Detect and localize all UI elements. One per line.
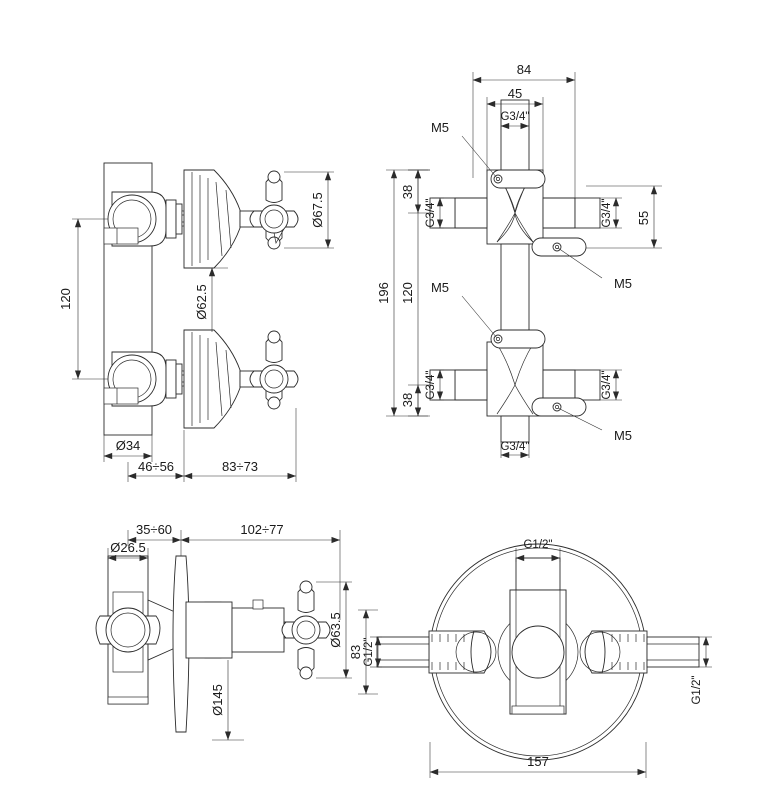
dim-label-62-5: Ø62.5: [194, 284, 209, 319]
dim-top-thread: G3/4": [500, 111, 530, 130]
label-thread-left-lower: G3/4": [425, 370, 437, 399]
screw-boss-upper-right: [531, 237, 587, 257]
dim-label-120: 120: [58, 288, 73, 310]
dim-handle-diameter-67-5: Ø67.5: [284, 171, 334, 249]
dim-label-120-plan: 120: [400, 282, 415, 304]
label-m5-lower-left: M5: [431, 280, 449, 295]
dim-bottom-thread: G3/4": [500, 441, 530, 459]
label-thread-left-half: G1/2": [363, 637, 375, 666]
dim-top-thread-half: G1/2": [515, 539, 561, 562]
view-top-right-body-plan: M5 M5 M5 M5 84 45: [376, 62, 662, 459]
label-m5-top-left: M5: [431, 120, 449, 135]
dim-overall-width-84: 84: [472, 62, 576, 198]
dim-body-height-83: 83: [348, 609, 378, 695]
dim-label-157: 157: [527, 754, 549, 769]
right-handle-arm: [579, 630, 700, 674]
upper-valve-assembly: [103, 169, 299, 269]
dim-top-offset-38: 38: [400, 169, 430, 214]
dim-right-offset-55: 55: [586, 185, 662, 249]
callout-m5-top-left: M5: [431, 120, 498, 179]
dim-right-thread-lower: G3/4": [600, 369, 622, 401]
view-bottom-right-plate-plan: G1/2" G1/2" 83 G1/2" 157: [348, 539, 712, 778]
dim-label-67-5: Ø67.5: [310, 192, 325, 227]
dim-handle-diameter-63-5: Ø63.5: [316, 581, 352, 679]
dim-left-thread-lower: G3/4": [425, 369, 444, 401]
dim-body-diameter-26-5: Ø26.5: [107, 540, 149, 562]
dim-label-84: 84: [517, 62, 531, 77]
dim-label-145: Ø145: [210, 684, 225, 716]
cross-handle-lower: [249, 330, 299, 410]
dim-body-diameter-34: Ø34: [103, 435, 153, 462]
label-m5-bottom-right: M5: [614, 428, 632, 443]
screw-boss-top-left: [490, 169, 546, 189]
screw-boss-bottom-right: [531, 397, 587, 417]
dim-overall-height-196: 196: [376, 169, 428, 417]
label-thread-top: G3/4": [500, 111, 529, 123]
cross-handle-upper: [249, 170, 299, 250]
dim-label-46-56: 46÷56: [138, 459, 174, 474]
lower-valve-assembly: [103, 329, 299, 429]
dim-label-35-60: 35÷60: [136, 522, 172, 537]
label-thread-top-half: G1/2": [523, 539, 552, 551]
dim-label-55: 55: [636, 211, 651, 225]
dim-label-63-5-val: Ø63.5: [328, 612, 343, 647]
dim-right-thread-upper: G3/4": [600, 197, 622, 229]
dim-label-38-bottom: 38: [400, 393, 415, 407]
screw-boss-lower-left: [490, 329, 546, 349]
dim-label-45: 45: [508, 86, 522, 101]
callout-m5-bottom-right: M5: [557, 407, 632, 443]
dim-bottom-offset-38: 38: [400, 384, 430, 416]
dim-label-102-77: 102÷77: [240, 522, 283, 537]
dim-escutcheon-diameter-62-5: Ø62.5: [194, 267, 228, 332]
label-thread-left-upper: G3/4": [425, 198, 437, 227]
dim-label-83: 83: [348, 645, 363, 659]
dim-label-196: 196: [376, 282, 391, 304]
dim-right-thread-half: G1/2": [690, 636, 712, 705]
label-thread-right-upper: G3/4": [601, 198, 613, 227]
callout-m5-lower-left: M5: [431, 280, 498, 339]
dim-inner-width-45: 45: [486, 86, 544, 172]
view-top-left-front-elevation: Ø67.5 Ø62.5 120 Ø34 46÷56: [58, 162, 334, 482]
dim-left-thread-upper: G3/4": [425, 197, 444, 229]
dim-plate-width-157: 157: [429, 742, 647, 778]
dim-label-38-top: 38: [400, 185, 415, 199]
dim-label-26-5: Ø26.5: [110, 540, 145, 555]
label-thread-right-lower: G3/4": [601, 370, 613, 399]
left-handle-arm: [376, 630, 497, 674]
label-thread-right-half: G1/2": [691, 675, 703, 704]
dim-label-34: Ø34: [116, 438, 141, 453]
callout-m5-upper-right: M5: [557, 247, 632, 291]
label-m5-upper-right: M5: [614, 276, 632, 291]
dim-projection-102-77: 102÷77: [180, 522, 341, 620]
dim-label-83-73: 83÷73: [222, 459, 258, 474]
view-bottom-left-side-elevation: Ø26.5 35÷60 102÷77 Ø63.5 Ø145: [95, 522, 352, 741]
dim-plate-diameter-145: Ø145: [210, 660, 244, 741]
dim-center-distance-120: 120: [58, 218, 108, 380]
cross-handle-side: [281, 580, 331, 680]
label-thread-bottom: G3/4": [500, 441, 529, 453]
dim-handle-depth-83-73: 83÷73: [183, 408, 297, 482]
